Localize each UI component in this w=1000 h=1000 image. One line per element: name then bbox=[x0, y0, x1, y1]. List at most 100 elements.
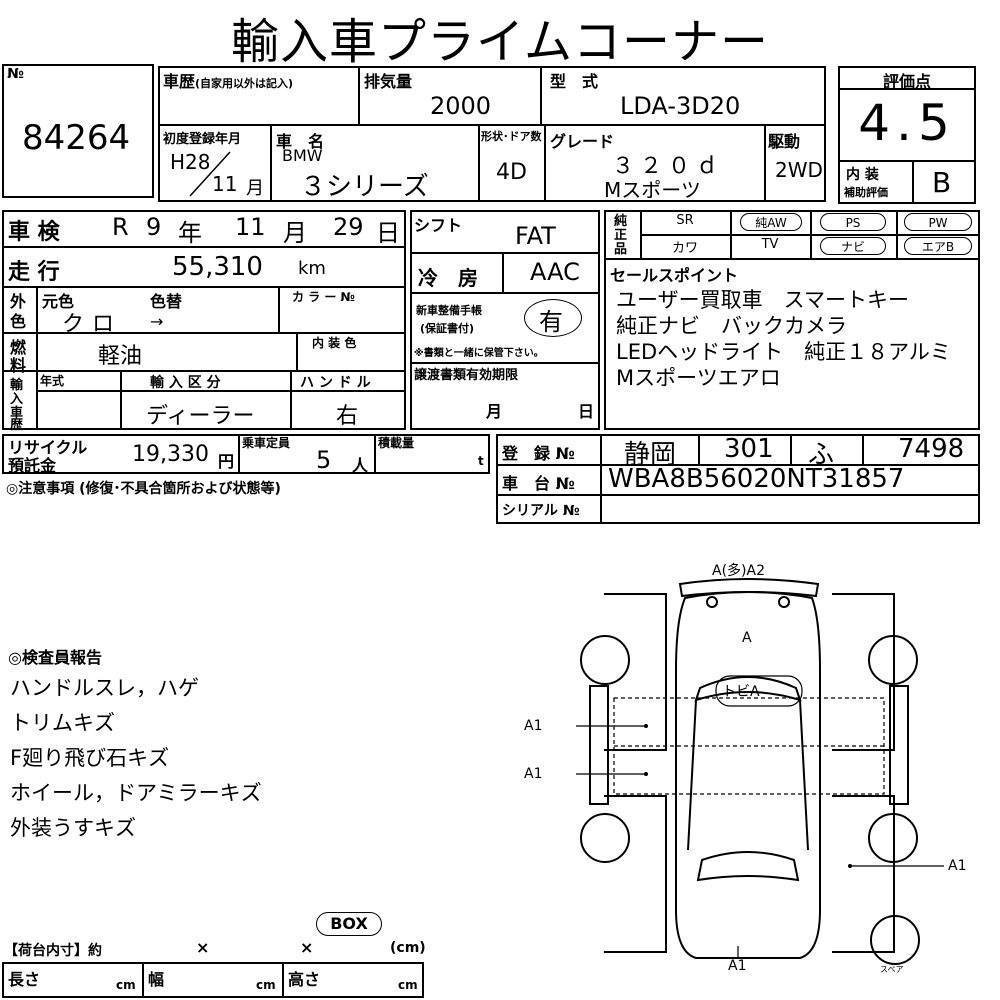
warranty-circle bbox=[524, 299, 582, 337]
first-reg-slash bbox=[189, 151, 231, 197]
mileage-value: 55,310 bbox=[172, 252, 263, 282]
fuel-label-1: 燃 bbox=[10, 338, 27, 357]
orig-color-value: クロ bbox=[62, 312, 123, 337]
cargo-box-badge: BOX bbox=[316, 912, 382, 936]
inspection-month: 11 bbox=[235, 213, 266, 241]
chassis-value: WBA8B56020NT31857 bbox=[608, 464, 905, 494]
spec-block-center bbox=[410, 210, 600, 430]
car-damage-diagram bbox=[576, 578, 944, 965]
transfer-day-unit: 日 bbox=[578, 402, 595, 421]
rating-box bbox=[838, 66, 976, 204]
first-reg-month-unit: 月 bbox=[246, 178, 264, 199]
inspector-line-1: ハンドルスレ，ハゲ bbox=[10, 676, 199, 700]
sales-point-1: ユーザー買取車 スマートキー bbox=[616, 288, 909, 312]
interior-label-2: 補助評価 bbox=[844, 186, 888, 199]
cargo-height-label: 高さ bbox=[288, 970, 321, 989]
registration-region: 静岡 bbox=[624, 440, 677, 470]
import-year-label: 年式 bbox=[40, 374, 65, 388]
sales-point-4: Mスポーツエアロ bbox=[616, 366, 781, 390]
capacity-label: 乗車定員 bbox=[242, 436, 291, 450]
grade-label: グレード bbox=[550, 132, 615, 151]
equipment-label-1: 純 bbox=[614, 214, 628, 229]
cargo-dimension-row bbox=[2, 962, 424, 998]
ext-color-label-1: 外 bbox=[10, 292, 27, 311]
inspection-day: 29 bbox=[333, 213, 364, 241]
cargo-unit: (cm) bbox=[390, 940, 426, 956]
drive-label: 駆動 bbox=[768, 132, 801, 151]
mileage-label: 走 行 bbox=[8, 260, 60, 285]
car-name: ３シリーズ bbox=[300, 172, 429, 202]
cargo-length-unit: cm bbox=[116, 978, 136, 992]
aircon-value: AAC bbox=[530, 258, 580, 286]
spec-block-left bbox=[2, 210, 406, 430]
warranty-label-2: (保証書付) bbox=[420, 322, 475, 335]
warranty-note: ※書類と一緒に保管下さい。 bbox=[414, 348, 544, 359]
inspector-line-2: トリムキズ bbox=[10, 711, 115, 735]
sales-points-label: セールスポイント bbox=[610, 266, 739, 285]
model-code-label: 型 式 bbox=[550, 72, 599, 91]
sales-point-3: LEDヘッドライト 純正１８アルミ bbox=[616, 340, 951, 364]
transfer-month-unit: 月 bbox=[486, 402, 503, 421]
shift-value: FAT bbox=[515, 222, 556, 250]
equip-power-steering: PS bbox=[820, 213, 886, 231]
interior-rating-value: B bbox=[932, 166, 952, 199]
cargo-x1: × bbox=[196, 938, 210, 957]
equip-navigation: ナビ bbox=[820, 237, 886, 255]
car-name-label: 車 名 bbox=[276, 132, 325, 151]
vehicle-info-block bbox=[158, 66, 826, 202]
displacement-value: 2000 bbox=[430, 92, 492, 120]
doors-label: 形状･ドア数 bbox=[481, 130, 542, 143]
shift-label: シフト bbox=[414, 216, 463, 235]
inspector-line-5: 外装うすキズ bbox=[10, 816, 136, 840]
import-label-2: 入 bbox=[10, 392, 24, 407]
model-code-value: LDA-3D20 bbox=[620, 92, 741, 120]
inspection-month-unit: 月 bbox=[283, 219, 307, 247]
diagram-right-rear: A1 bbox=[948, 858, 967, 874]
load-label: 積載量 bbox=[378, 436, 415, 450]
first-reg-year: H28 bbox=[170, 150, 211, 174]
registration-number: 7498 bbox=[898, 434, 965, 464]
equipment-label-3: 品 bbox=[614, 242, 628, 257]
drive-value: 2WD bbox=[775, 158, 823, 182]
transfer-label: 譲渡書類有効期限 bbox=[414, 368, 519, 383]
equipment-label-2: 正 bbox=[614, 228, 628, 243]
equipment-block bbox=[604, 210, 980, 430]
first-reg-month: 11 bbox=[212, 172, 238, 196]
diagram-left-door-rear: A1 bbox=[524, 766, 543, 782]
import-label-3: 車 bbox=[10, 406, 24, 421]
interior-color-label: 内 装 色 bbox=[312, 336, 357, 350]
inspector-label: ◎検査員報告 bbox=[8, 648, 102, 667]
inspection-year: 9 bbox=[146, 213, 162, 241]
inspection-year-unit: 年 bbox=[178, 219, 202, 247]
change-color-label: 色替 bbox=[150, 292, 183, 311]
cargo-width-label: 幅 bbox=[148, 970, 165, 989]
cargo-width-unit: cm bbox=[256, 978, 276, 992]
inspection-day-unit: 日 bbox=[376, 219, 400, 247]
capacity-value: 5 bbox=[316, 446, 332, 474]
grade-line2: Mスポーツ bbox=[604, 178, 701, 202]
car-maker: BMW bbox=[282, 146, 323, 165]
equip-sr: SR bbox=[676, 213, 694, 228]
import-class-label: 輸 入 区 分 bbox=[150, 375, 221, 391]
handle-value: 右 bbox=[336, 404, 359, 429]
equip-airbags: エアB bbox=[904, 237, 972, 255]
lot-box: № 84264 bbox=[2, 64, 154, 198]
notes-label: ◎注意事項 (修復･不具合箇所および状態等) bbox=[6, 481, 281, 497]
doors-value: 4D bbox=[496, 160, 527, 185]
equip-alloy-wheels: 純AW bbox=[740, 213, 802, 231]
serial-label: シリアル № bbox=[502, 503, 580, 519]
recycle-row bbox=[2, 434, 490, 474]
diagram-rear: A1 bbox=[728, 958, 747, 974]
equip-power-windows: PW bbox=[904, 213, 972, 231]
interior-label-1: 内 装 bbox=[846, 167, 879, 183]
grade-line1: ３２０ｄ bbox=[612, 154, 725, 179]
equip-leather: カワ bbox=[671, 241, 698, 256]
rating-score: 4.5 bbox=[858, 94, 956, 152]
fuel-value: 軽油 bbox=[98, 344, 143, 369]
first-reg-label: 初度登録年月 bbox=[163, 132, 242, 147]
rating-label: 評価点 bbox=[882, 72, 931, 91]
ext-color-label-2: 色 bbox=[10, 312, 27, 331]
diagram-roof: トビA bbox=[722, 684, 760, 700]
aircon-label: 冷 房 bbox=[418, 266, 478, 290]
lot-label: № bbox=[7, 66, 24, 82]
